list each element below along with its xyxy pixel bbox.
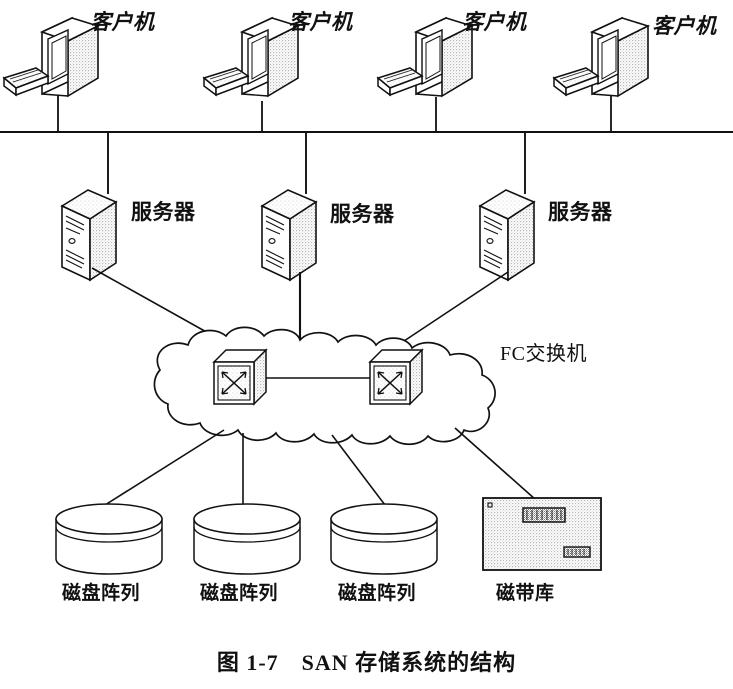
storage-tier xyxy=(55,497,602,575)
disk-array-label-3: 磁盘阵列 xyxy=(338,583,417,604)
fc-switch-label: FC交换机 xyxy=(500,343,587,365)
storage-link-3 xyxy=(331,434,386,506)
server-fabric-link-3 xyxy=(397,271,509,346)
client-label-1: 客户机 xyxy=(90,10,155,34)
client-icon-4[interactable] xyxy=(553,17,649,97)
server-icon-1[interactable] xyxy=(61,189,117,281)
disk-array-icon-3[interactable] xyxy=(330,503,438,575)
server-icon-2[interactable] xyxy=(261,189,317,281)
client-icon-1[interactable] xyxy=(3,17,99,97)
server-label-2: 服务器 xyxy=(330,202,395,226)
figure-caption: 图 1-7 SAN 存储系统的结构 xyxy=(216,650,517,675)
san-fabric-cloud xyxy=(153,326,496,446)
client-label-2: 客户机 xyxy=(288,10,353,34)
server-label-3: 服务器 xyxy=(548,200,613,224)
client-icon-2[interactable] xyxy=(203,17,299,97)
storage-link-1 xyxy=(104,429,225,506)
tape-library-icon[interactable] xyxy=(482,497,602,571)
disk-array-label-1: 磁盘阵列 xyxy=(62,583,141,604)
disk-array-icon-1[interactable] xyxy=(55,503,163,575)
server-tier xyxy=(61,132,535,349)
tape-library-label: 磁带库 xyxy=(496,583,555,604)
storage-link-4 xyxy=(454,427,546,509)
fc-switch-icon-2[interactable] xyxy=(369,349,423,405)
client-icon-3[interactable] xyxy=(377,17,473,97)
server-label-1: 服务器 xyxy=(131,200,196,224)
storage-links xyxy=(104,427,546,509)
client-label-4: 客户机 xyxy=(652,14,717,38)
disk-array-icon-2[interactable] xyxy=(193,503,301,575)
disk-array-label-2: 磁盘阵列 xyxy=(200,583,279,604)
client-tier xyxy=(3,17,649,132)
client-label-3: 客户机 xyxy=(462,10,527,34)
server-icon-3[interactable] xyxy=(479,189,535,281)
fc-switch-icon-1[interactable] xyxy=(213,349,267,405)
